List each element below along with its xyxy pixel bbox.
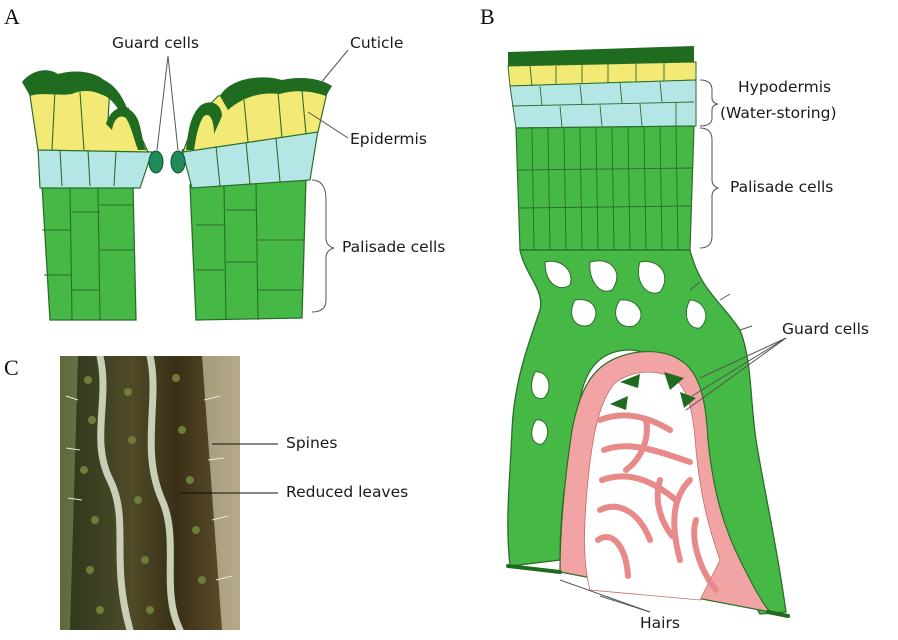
panel-b-hypodermis-label-line1: Hypodermis — [738, 78, 831, 97]
panel-a-left-epidermis-blue — [38, 148, 152, 188]
panel-b-guard-cells-label: Guard cells — [782, 320, 869, 339]
panel-b-palisade — [516, 126, 694, 250]
panel-a-epidermis-label: Epidermis — [350, 130, 427, 149]
panel-a-guard-cell-left — [149, 151, 163, 173]
panel-a-palisade-label: Palisade cells — [342, 238, 445, 257]
panel-c-spines-label: Spines — [286, 434, 337, 453]
panel-b-drawing — [508, 46, 788, 616]
panel-b-palisade-label: Palisade cells — [730, 178, 833, 197]
panel-c-photo — [60, 356, 278, 630]
panel-a-drawing — [22, 50, 348, 320]
panel-a-right-palisade — [190, 178, 306, 320]
panel-a-cuticle-label: Cuticle — [350, 34, 403, 53]
panel-b-hairs-label: Hairs — [640, 614, 680, 633]
panel-c-reduced-leaves-label: Reduced leaves — [286, 483, 408, 502]
panel-b-hypodermis-label-line2: (Water-storing) — [720, 104, 837, 123]
panel-a-guard-cell-right — [171, 151, 185, 173]
panel-a-guard-cells-label: Guard cells — [112, 34, 199, 53]
